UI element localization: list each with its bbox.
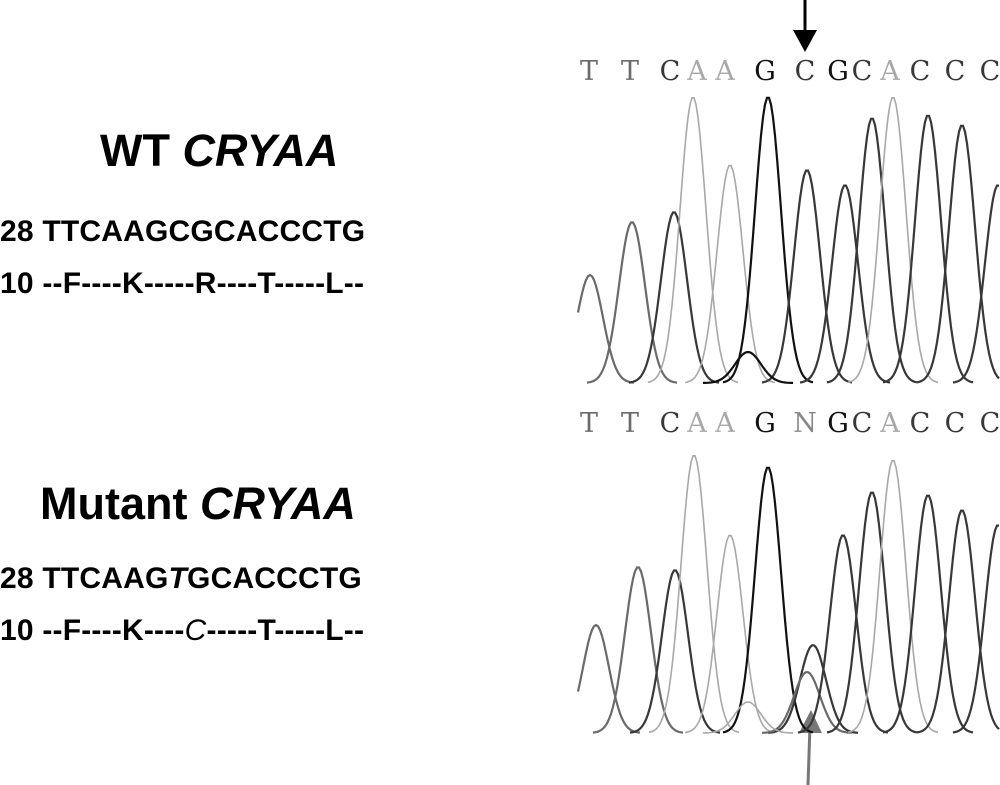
base-call: C (910, 408, 931, 439)
base-call: A (879, 408, 900, 439)
base-call: C (852, 56, 873, 87)
trace-peak (952, 184, 999, 384)
mutant-dna-sequence: 28 TTCAAGTGCACCCTG (0, 562, 362, 596)
trace-peak (586, 221, 678, 384)
base-call: C (980, 408, 1000, 439)
base-call: C (660, 408, 681, 439)
trace-peak (628, 211, 720, 384)
wt-title: WT CRYAA (100, 125, 338, 177)
mutant-title: Mutant CRYAA (40, 478, 356, 530)
mutant-chromatogram (576, 455, 1000, 734)
mutant-dna-mutation: T (168, 562, 188, 595)
trace-peak (826, 117, 918, 384)
trace-peak (722, 96, 814, 384)
base-call: A (686, 408, 707, 439)
base-call: A (879, 56, 900, 87)
mutant-dna-before: TTCAAG (42, 562, 169, 595)
mutant-protein-before: --F----K---- (42, 614, 185, 647)
trace-peak (703, 701, 793, 734)
wt-dna-sequence: 28 TTCAAGCGCACCCTG (0, 215, 365, 249)
wt-chromatogram (576, 96, 1000, 384)
trace-peak (882, 494, 974, 734)
wt-dna-number: 28 (0, 215, 34, 248)
wt-gene-name: CRYAA (182, 125, 339, 176)
trace-peak (826, 491, 918, 734)
base-call: C (945, 408, 966, 439)
trace-peak (799, 184, 891, 384)
mutant-protein-mutation: C (184, 614, 207, 647)
trace-peak (647, 97, 739, 384)
base-call: A (714, 56, 735, 87)
trace-peak (847, 97, 939, 384)
base-call: A (714, 408, 735, 439)
base-call: C (795, 56, 816, 87)
trace-peak (916, 509, 1000, 734)
base-call: T (580, 408, 598, 439)
mutant-protein-after: -----T-----L-- (206, 614, 365, 647)
base-call: G (827, 56, 849, 87)
wt-protein-sequence: 10 --F----K-----R----T-----L-- (0, 267, 364, 301)
trace-peak (882, 114, 974, 384)
base-call: N (793, 408, 817, 439)
trace-peak (916, 124, 1000, 384)
trace-peak (847, 460, 939, 734)
base-call: A (686, 56, 707, 87)
trace-peak (767, 644, 859, 734)
wt-dna-seq: TTCAAGCGCACCCTG (42, 215, 366, 248)
trace-peak (576, 273, 635, 384)
trace-peak (684, 534, 776, 734)
wt-arrow-icon (793, 0, 817, 52)
mutant-dna-number: 28 (0, 562, 34, 595)
trace-peak (703, 351, 793, 384)
base-call: C (980, 56, 1000, 87)
base-call: T (580, 56, 598, 87)
wt-protein-seq: --F----K-----R----T-----L-- (42, 267, 365, 300)
base-call: C (660, 56, 681, 87)
trace-peak (761, 671, 853, 734)
trace-peak (722, 466, 814, 734)
trace-peak (648, 455, 740, 734)
trace-peak (684, 164, 776, 384)
base-call: G (754, 408, 776, 439)
base-call: T (621, 56, 639, 87)
trace-peak (797, 534, 889, 734)
mutant-protein-number: 10 (0, 614, 34, 647)
base-call: G (754, 56, 776, 87)
base-call: T (621, 408, 639, 439)
trace-peak (576, 623, 641, 734)
trace-peak (629, 569, 721, 734)
trace-peak (952, 524, 999, 734)
base-call: C (910, 56, 931, 87)
mutant-dna-after: GCACCCTG (187, 562, 362, 595)
wt-protein-number: 10 (0, 267, 34, 300)
mutant-title-prefix: Mutant (40, 478, 188, 529)
mutant-gene-name: CRYAA (199, 478, 356, 529)
base-call: C (945, 56, 966, 87)
trace-peak (761, 169, 853, 384)
mutant-protein-sequence: 10 --F----K----C-----T-----L-- (0, 614, 364, 648)
wt-title-prefix: WT (100, 125, 170, 176)
base-call: G (827, 408, 849, 439)
mutant-arrow-icon (799, 710, 822, 785)
base-call: C (852, 408, 873, 439)
trace-peak (592, 566, 684, 734)
